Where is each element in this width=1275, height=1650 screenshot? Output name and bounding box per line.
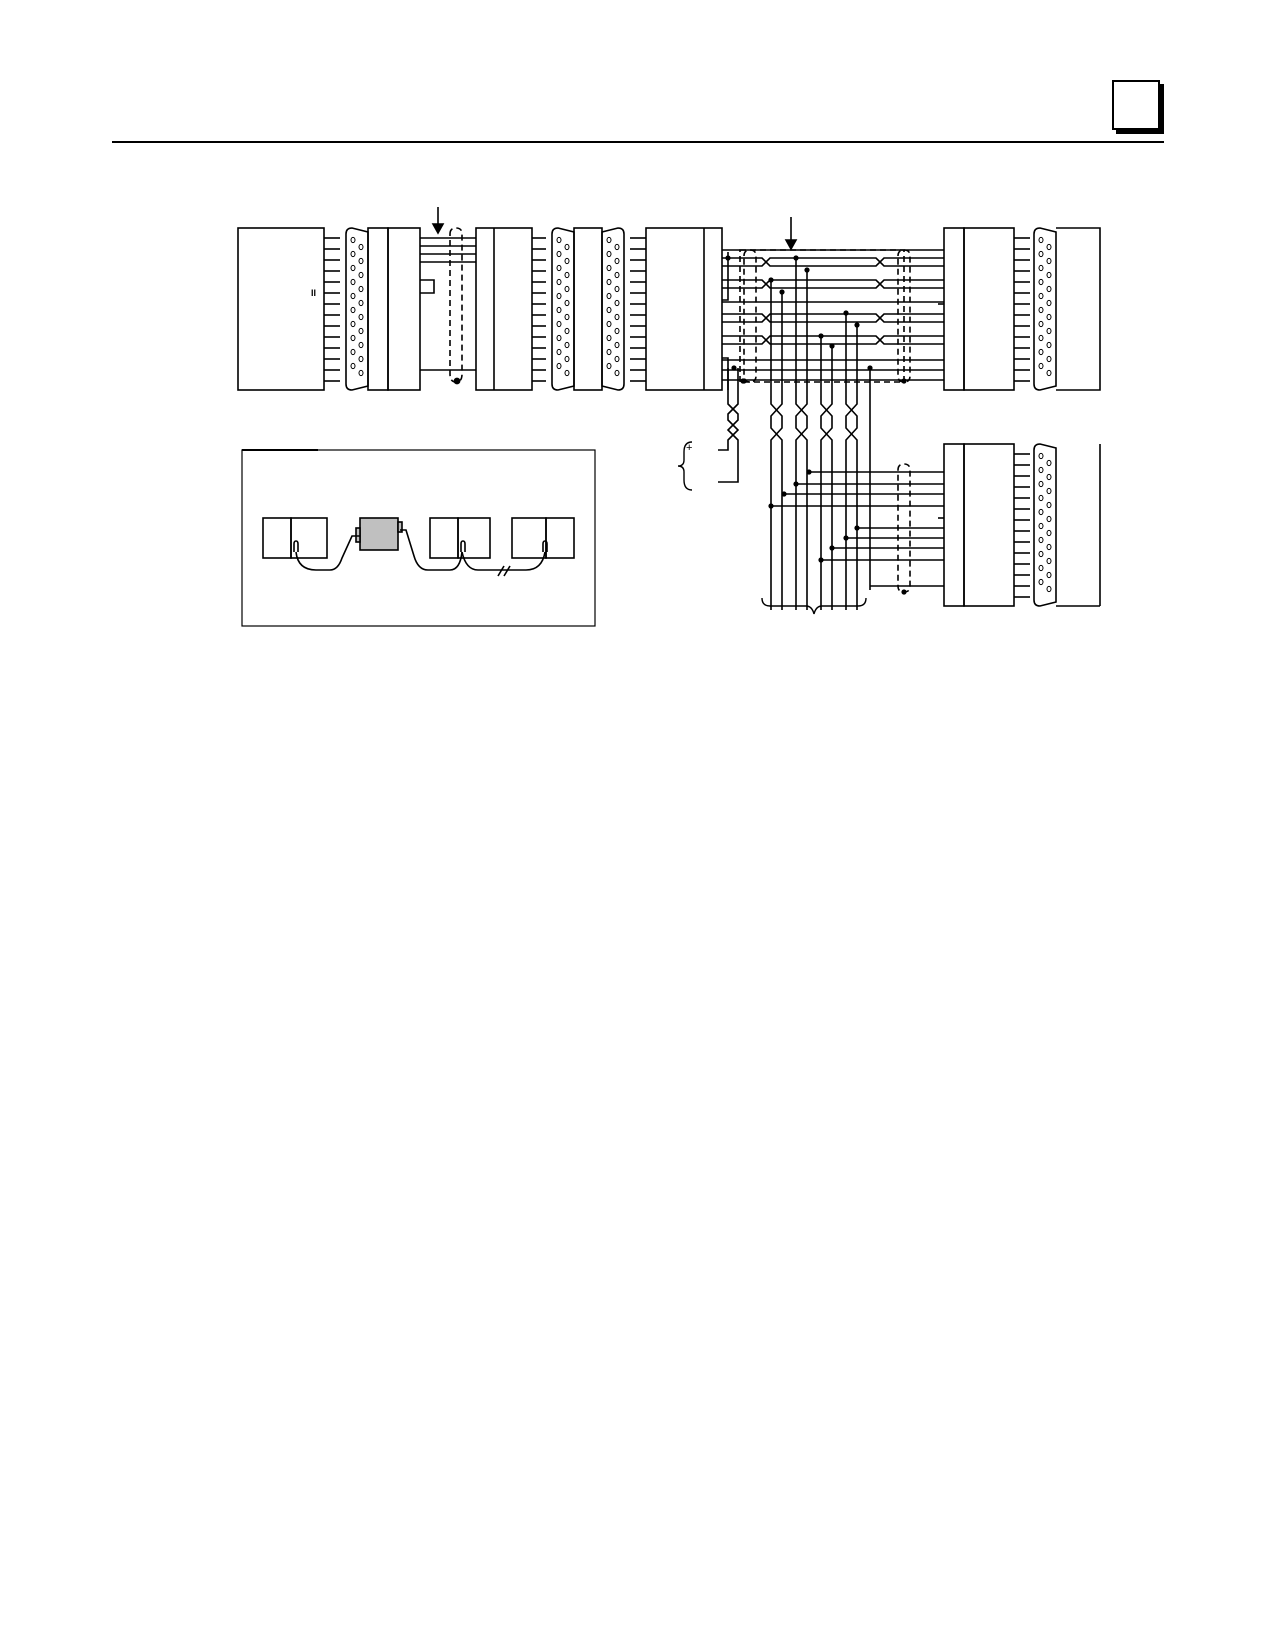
module-right-top [938,227,1101,391]
power-twisted-pair: + [677,368,740,491]
bus-drops [770,258,871,610]
junction-dots [725,255,873,384]
cable-shield-2 [739,249,911,383]
module-4 [630,227,723,391]
inset-terminator [355,517,403,551]
module-3 [475,227,546,391]
inset-module-1 [262,517,328,559]
module-right-bottom [938,443,1101,607]
module-left-pins [324,237,340,382]
arrow-indicator-1 [431,207,445,235]
twisted-pair-polarity: + [686,442,692,454]
dsub-connector-2 [551,227,625,391]
module-left-mark: II [311,288,316,298]
chapter-tab [1112,80,1160,130]
inset-module-2 [429,517,491,559]
arrow-indicator-2 [784,217,798,251]
lower-taps [768,463,944,595]
inset-module-3 [511,517,575,559]
header-rule [112,141,1164,143]
drops-brace [761,597,867,615]
cable-shield-1 [449,227,463,385]
dsub-connector-1 [345,227,389,391]
inset-cables [295,529,546,577]
module-2 [387,227,476,391]
module-left: II [237,227,340,391]
page-header [0,0,1275,150]
inset-panel [241,449,596,627]
